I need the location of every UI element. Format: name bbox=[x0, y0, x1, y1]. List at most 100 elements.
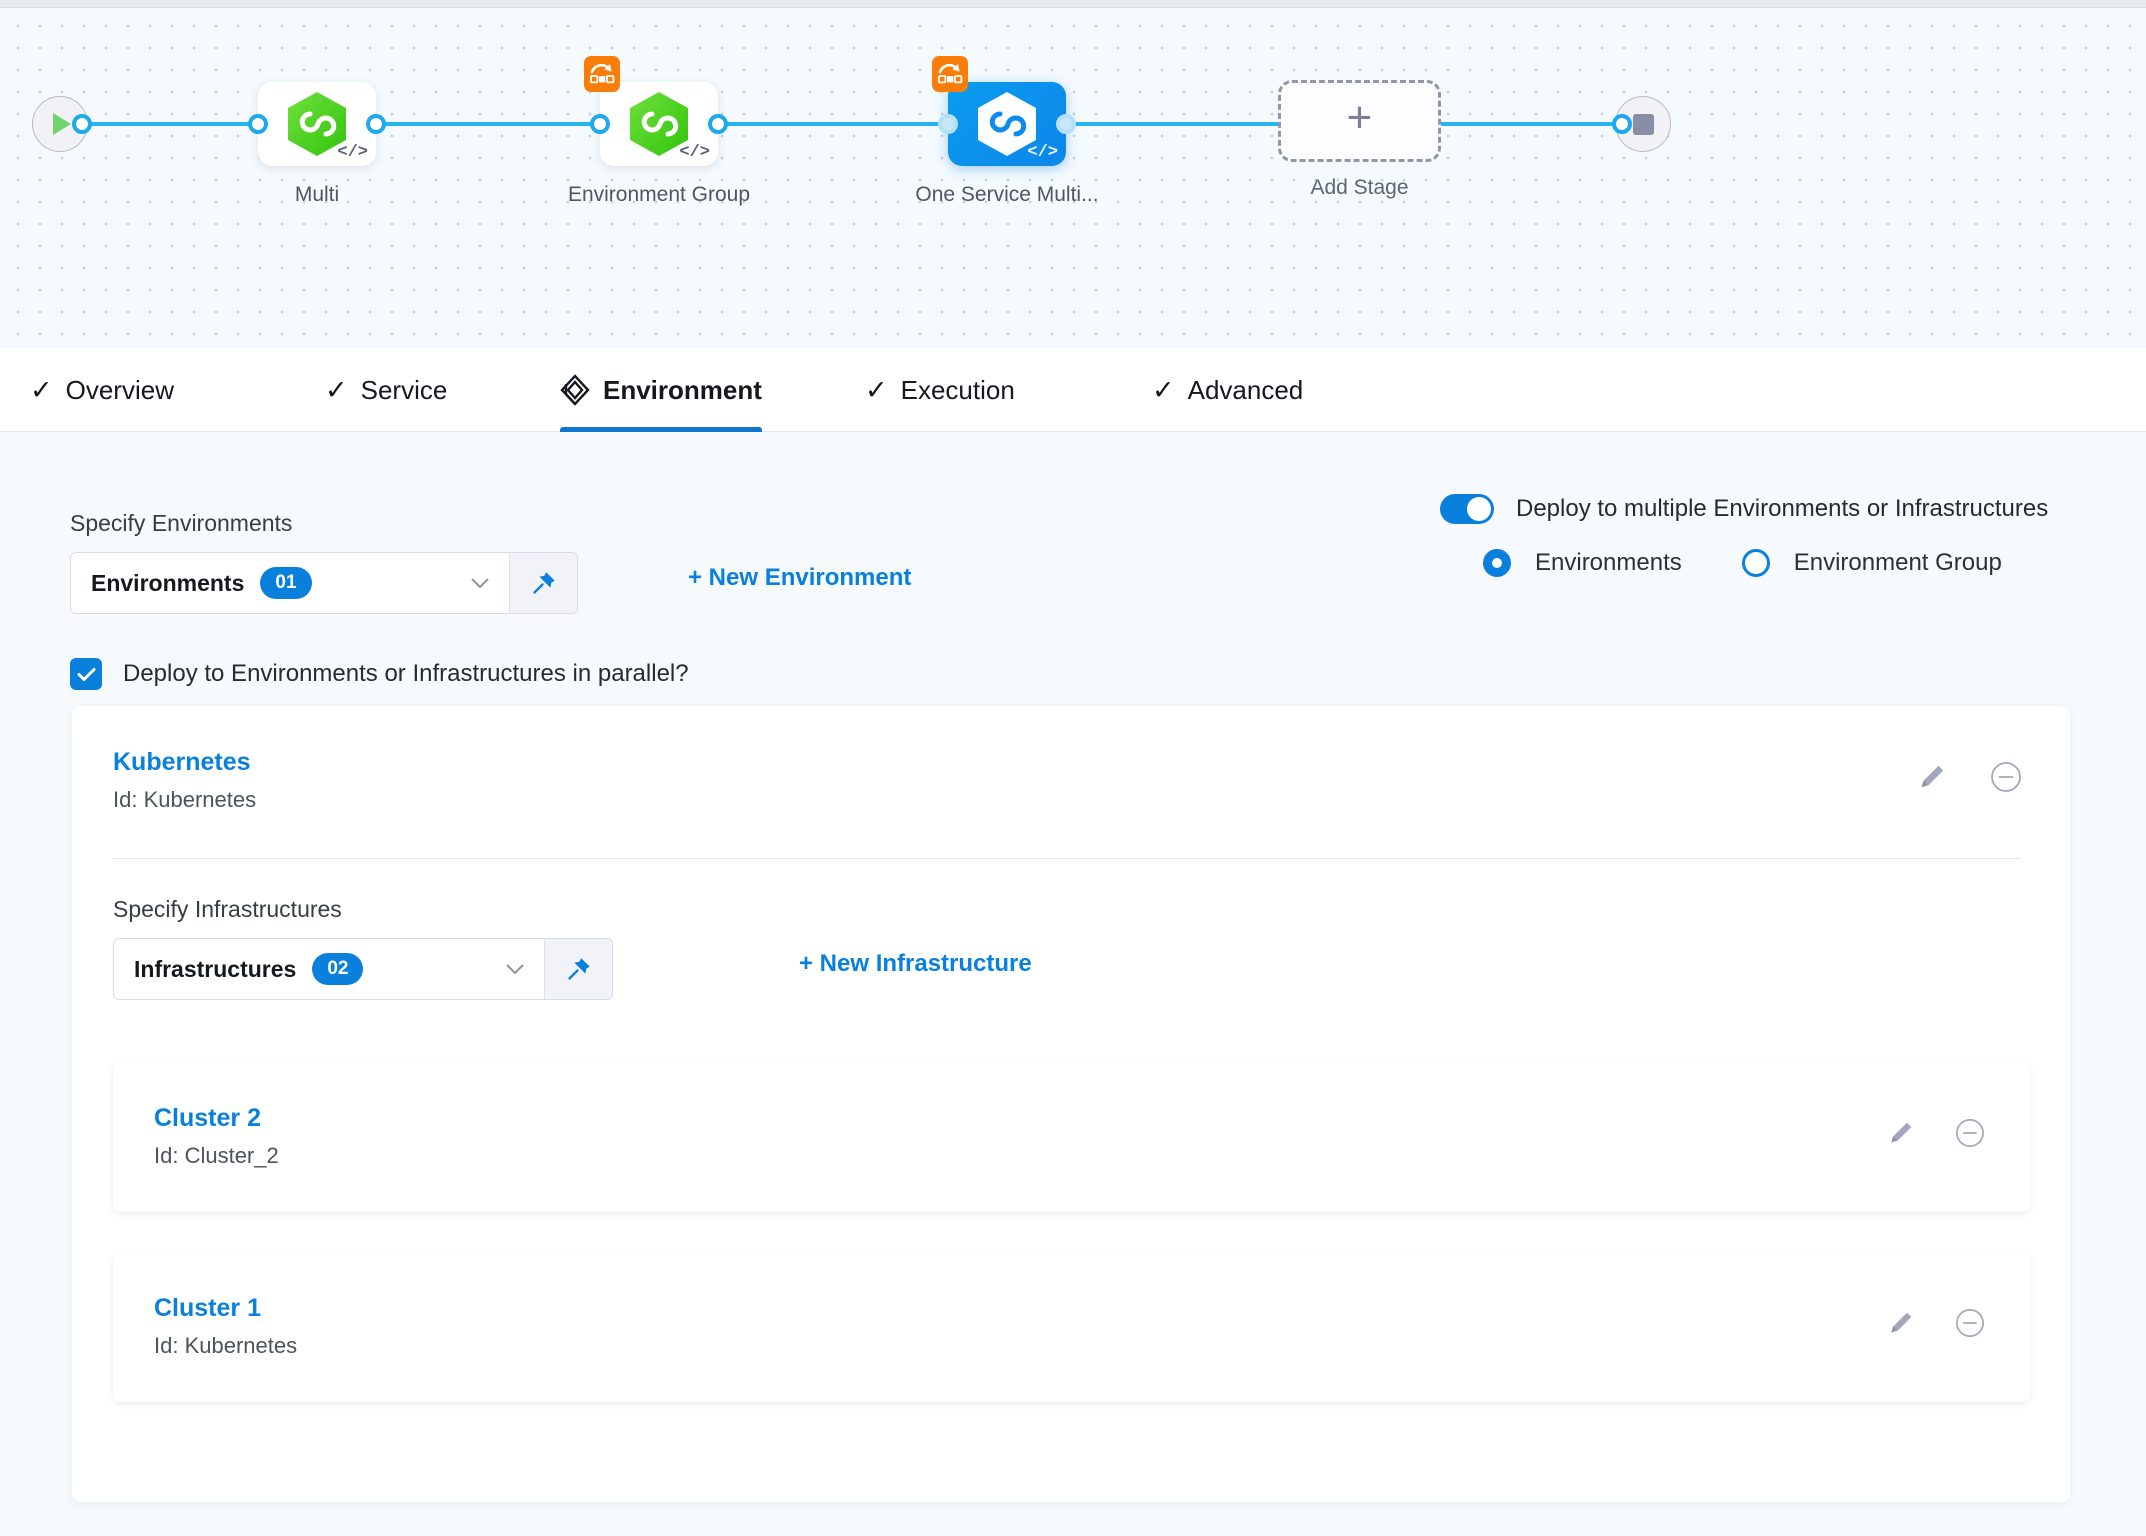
environment-card-actions bbox=[1918, 761, 2022, 798]
radio-option-environments[interactable]: Environments bbox=[1483, 549, 1682, 577]
radio-environments-icon bbox=[1483, 549, 1511, 577]
chevron-down-icon[interactable] bbox=[506, 964, 524, 974]
layers-icon bbox=[560, 374, 590, 406]
infrastructures-count-badge: 02 bbox=[312, 953, 364, 985]
connector-dot-multi-in[interactable] bbox=[248, 114, 268, 134]
environment-name[interactable]: Kubernetes bbox=[113, 748, 251, 776]
infrastructure-row-actions bbox=[1888, 1118, 1985, 1153]
new-infrastructure-link[interactable]: + New Infrastructure bbox=[799, 950, 1032, 977]
remove-environment-button[interactable] bbox=[1990, 761, 2022, 798]
parallel-deploy-label: Deploy to Environments or Infrastructure… bbox=[123, 660, 689, 687]
pipeline-stage-one-service-multi[interactable]: </> bbox=[932, 56, 1066, 166]
stop-icon bbox=[1632, 113, 1654, 135]
add-stage-button[interactable]: + bbox=[1278, 80, 1441, 162]
radio-environments-label: Environments bbox=[1535, 549, 1682, 576]
pin-icon bbox=[532, 572, 555, 594]
tab-label: Overview bbox=[65, 374, 174, 405]
infrastructure-row-actions bbox=[1888, 1308, 1985, 1343]
pin-environments-button[interactable] bbox=[509, 553, 577, 613]
stage-label-environment-group: Environment Group bbox=[567, 183, 751, 206]
harness-hex-icon bbox=[978, 92, 1036, 156]
pin-infrastructures-button[interactable] bbox=[544, 939, 612, 999]
environment-card-divider bbox=[113, 858, 2021, 859]
minus-circle-icon bbox=[1956, 1309, 1984, 1337]
edit-infrastructure-button[interactable] bbox=[1888, 1310, 1914, 1341]
connector-dot-onesvc-in[interactable] bbox=[938, 114, 958, 134]
check-icon: ✓ bbox=[865, 374, 888, 405]
remove-infrastructure-button[interactable] bbox=[1955, 1308, 1985, 1343]
matrix-strategy-icon[interactable] bbox=[932, 56, 968, 92]
check-icon: ✓ bbox=[325, 374, 348, 405]
radio-option-environment-group[interactable]: Environment Group bbox=[1741, 549, 2002, 577]
harness-hex-icon bbox=[288, 92, 346, 156]
minus-circle-icon bbox=[1956, 1119, 1984, 1147]
stage-label-one-service-multi: One Service Multi... bbox=[915, 183, 1099, 206]
infrastructure-row[interactable]: Cluster 2 Id: Cluster_2 bbox=[113, 1062, 2030, 1212]
minus-circle-icon bbox=[1991, 762, 2021, 792]
new-environment-link[interactable]: + New Environment bbox=[688, 564, 912, 591]
window-top-strip bbox=[0, 0, 2146, 8]
chevron-down-icon[interactable] bbox=[471, 578, 489, 588]
tab-label: Environment bbox=[603, 374, 762, 405]
infrastructure-row[interactable]: Cluster 1 Id: Kubernetes bbox=[113, 1252, 2030, 1402]
pencil-icon bbox=[1891, 1312, 1912, 1333]
plus-icon: + bbox=[1346, 93, 1373, 142]
stage-code-icon[interactable]: </> bbox=[679, 143, 710, 162]
pipeline-stage-environment-group[interactable]: </> bbox=[584, 56, 718, 166]
infrastructures-select-value-area[interactable]: Infrastructures 02 bbox=[114, 939, 544, 999]
wire-envgrp-to-onesvc bbox=[720, 122, 950, 126]
tab-service[interactable]: ✓ Service bbox=[325, 348, 447, 432]
environment-card: Kubernetes Id: Kubernetes Specify Infras… bbox=[72, 706, 2070, 1502]
wire-multi-to-envgrp bbox=[380, 122, 600, 126]
wire-start-to-multi bbox=[80, 122, 260, 126]
environment-id: Id: Kubernetes bbox=[113, 787, 257, 812]
wire-addstage-to-end bbox=[1435, 122, 1630, 126]
stage-code-icon[interactable]: </> bbox=[337, 143, 368, 162]
tab-advanced[interactable]: ✓ Advanced bbox=[1152, 348, 1303, 432]
pencil-icon bbox=[1891, 1122, 1912, 1143]
parallel-deploy-checkbox[interactable] bbox=[70, 658, 102, 690]
check-icon bbox=[77, 667, 95, 681]
environments-select[interactable]: Environments 01 bbox=[70, 552, 578, 614]
infrastructure-name[interactable]: Cluster 2 bbox=[154, 1104, 261, 1132]
pin-icon bbox=[567, 958, 590, 980]
infrastructure-id: Id: Cluster_2 bbox=[154, 1143, 279, 1168]
tab-label: Execution bbox=[900, 374, 1015, 405]
tab-label: Service bbox=[360, 374, 448, 405]
stage-code-icon[interactable]: </> bbox=[1027, 143, 1058, 162]
infrastructure-id: Id: Kubernetes bbox=[154, 1333, 298, 1358]
edit-infrastructure-button[interactable] bbox=[1888, 1120, 1914, 1151]
toggle-knob bbox=[1467, 497, 1491, 521]
specify-infrastructures-label: Specify Infrastructures bbox=[113, 896, 342, 922]
tab-overview[interactable]: ✓ Overview bbox=[30, 348, 174, 432]
stage-label-multi: Multi bbox=[294, 183, 340, 206]
pipeline-stage-multi[interactable]: </> bbox=[258, 82, 376, 166]
infrastructure-name[interactable]: Cluster 1 bbox=[154, 1294, 261, 1322]
environments-select-value-area[interactable]: Environments 01 bbox=[71, 553, 509, 613]
connector-dot-envgrp-in[interactable] bbox=[590, 114, 610, 134]
infrastructures-select-value: Infrastructures bbox=[134, 955, 297, 982]
pipeline-canvas[interactable]: </> Multi </> Environment Group bbox=[0, 8, 2146, 348]
connector-dot-end[interactable] bbox=[1612, 114, 1632, 134]
remove-infrastructure-button[interactable] bbox=[1955, 1118, 1985, 1153]
deploy-multiple-toggle-label: Deploy to multiple Environments or Infra… bbox=[1516, 495, 2049, 522]
pencil-icon bbox=[1921, 765, 1944, 788]
connector-dot-start[interactable] bbox=[72, 114, 92, 134]
wire-onesvc-to-addstage bbox=[1070, 122, 1285, 126]
infrastructure-row-text: Cluster 1 Id: Kubernetes bbox=[154, 1294, 297, 1359]
parallel-deploy-checkbox-row[interactable]: Deploy to Environments or Infrastructure… bbox=[70, 658, 689, 690]
connector-dot-onesvc-out[interactable] bbox=[1056, 114, 1076, 134]
connector-dot-multi-out[interactable] bbox=[366, 114, 386, 134]
check-icon: ✓ bbox=[30, 374, 53, 405]
edit-environment-button[interactable] bbox=[1918, 763, 1946, 796]
tab-execution[interactable]: ✓ Execution bbox=[865, 348, 1015, 432]
infrastructures-select[interactable]: Infrastructures 02 bbox=[113, 938, 613, 1000]
tab-label: Advanced bbox=[1187, 374, 1304, 405]
environments-select-value: Environments bbox=[91, 569, 245, 596]
deploy-multiple-toggle[interactable] bbox=[1440, 494, 1494, 524]
connector-dot-envgrp-out[interactable] bbox=[708, 114, 728, 134]
matrix-strategy-icon[interactable] bbox=[584, 56, 620, 92]
environment-type-radio-group: Environments Environment Group bbox=[1483, 549, 2002, 577]
environments-count-badge: 01 bbox=[260, 567, 312, 599]
tab-environment[interactable]: Environment bbox=[560, 348, 762, 433]
